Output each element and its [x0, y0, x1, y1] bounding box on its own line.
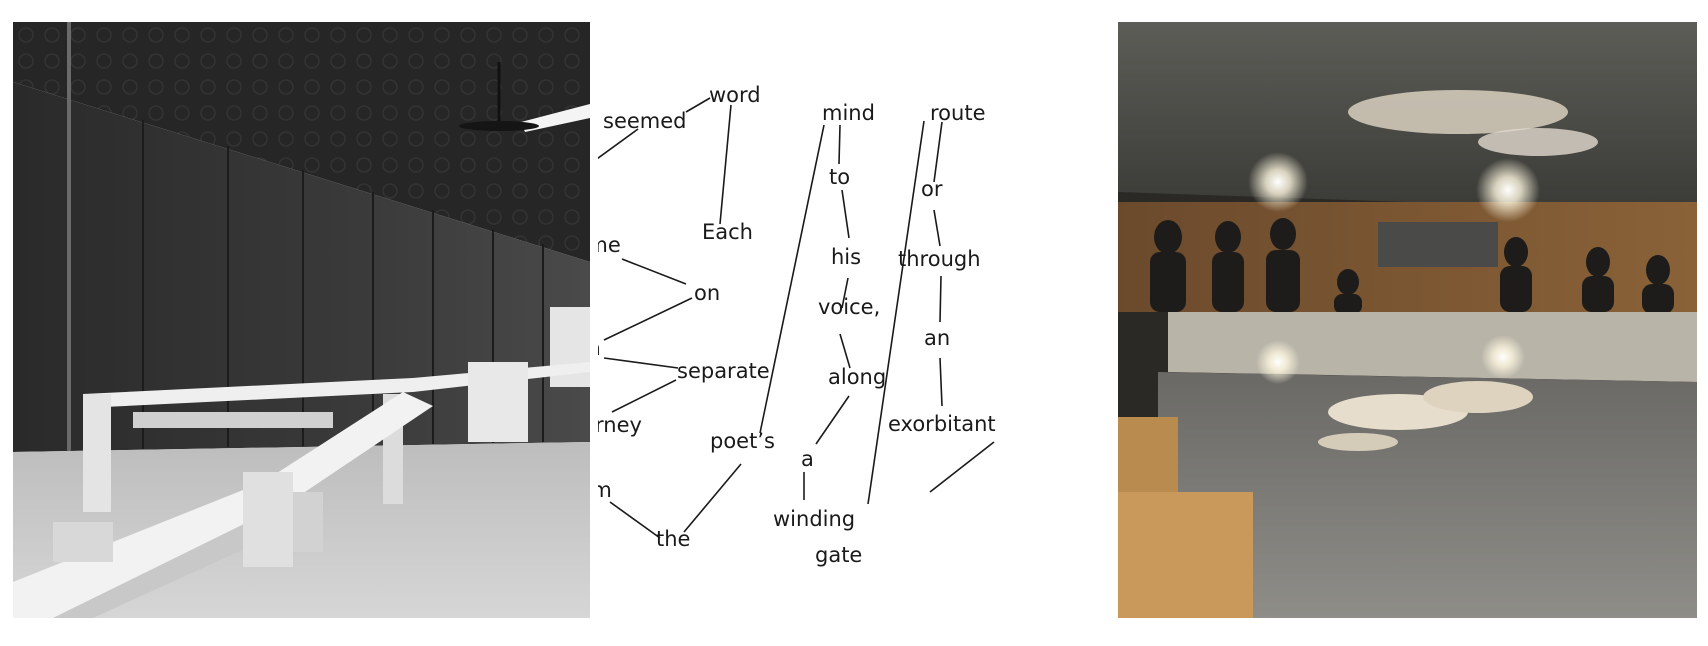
poem-word-a-2: a — [801, 447, 814, 471]
poem-word-from: from — [598, 478, 612, 502]
poem-word-voice: voice, — [818, 295, 880, 319]
poem-word-to-2: to — [829, 165, 850, 189]
poem-word-route: route — [930, 101, 985, 125]
gallery-room-photo — [13, 22, 590, 618]
poem-word-along: along — [828, 365, 886, 389]
poem-word-on: on — [694, 281, 720, 305]
poem-word-seemed: seemed — [603, 109, 687, 133]
performance-illustration — [1118, 22, 1697, 618]
poem-word-through: through — [898, 247, 981, 271]
poem-word-exorbitant: exorbitant — [888, 412, 996, 436]
word-path-poem: Each word seemed to come on a separate j… — [598, 83, 996, 567]
poem-connector-lines — [598, 97, 995, 539]
poem-word-mind: mind — [822, 101, 875, 125]
poem-word-winding: winding — [773, 507, 855, 531]
poem-word-a: a — [598, 336, 601, 360]
poem-word-the: the — [656, 527, 690, 551]
performance-photo — [1118, 22, 1697, 618]
poem-word-word: word — [709, 83, 761, 107]
poem-word-journey: journey — [598, 413, 642, 437]
poem-word-each: Each — [702, 220, 753, 244]
poem-words: Each word seemed to come on a separate j… — [598, 83, 996, 567]
poem-word-come: come — [598, 233, 621, 257]
poem-word-poets: poet’s — [710, 429, 775, 453]
poem-word-an: an — [924, 326, 950, 350]
poem-word-or: or — [921, 177, 943, 201]
poem-word-gate: gate — [815, 543, 862, 567]
poem-word-separate: separate — [677, 359, 770, 383]
gallery-room-illustration — [13, 22, 590, 618]
poem-word-his: his — [831, 245, 861, 269]
